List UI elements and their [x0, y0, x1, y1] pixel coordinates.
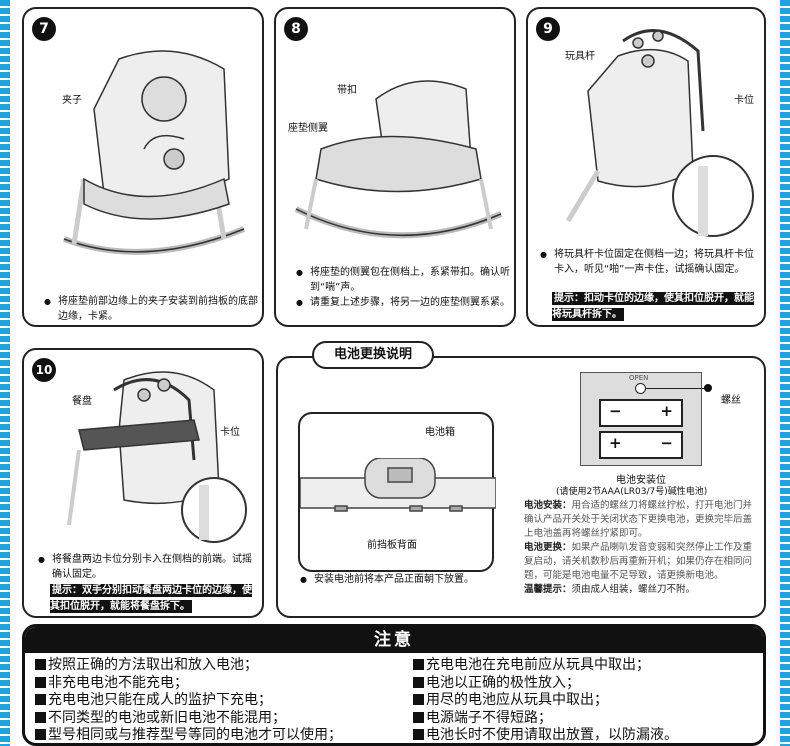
buckle-label: 带扣: [337, 85, 357, 96]
battery-position-note: (请使用2节AAA(LR03/7号)碱性电池): [556, 487, 708, 497]
warm-title: 温馨提示：: [524, 584, 572, 595]
notice-title: 注意: [25, 627, 763, 653]
screw-leader-line: [646, 388, 706, 389]
notice-left-column: 按照正确的方法取出和放入电池； 非充电电池不能充电； 充电电池只能在成人的监护下…: [35, 657, 342, 743]
battery-cell-bottom: + −: [599, 431, 683, 459]
warm-text: 须由成人组装，螺丝刀不附。: [571, 584, 696, 595]
battery-compartment: OPEN − + + −: [580, 372, 702, 466]
notice-item: 电池以正确的极性放入；: [413, 675, 678, 693]
notice-item: 充电电池在充电前应从玩具中取出；: [413, 657, 678, 675]
step-number: 10: [32, 358, 56, 382]
tip-text: 提示：扣动卡位的边缘，使其扣位脱开，就能将玩具杆拆下。: [552, 292, 754, 321]
notice-item: 充电电池只能在成人的监护下充电；: [35, 692, 342, 710]
notice-item: 型号相同或与推荐型号等同的电池才可以使用；: [35, 727, 342, 743]
plus-sign: +: [660, 402, 673, 420]
step-number: 9: [536, 17, 560, 41]
install-paragraph: 电池安装：用合适的螺丝刀将螺丝拧松，打开电池门并确认产品开关处于关闭状态下更换电…: [524, 499, 756, 541]
notice-item: 电池长时不使用请取出放置，以防漏液。: [413, 727, 678, 743]
notice-right-column: 充电电池在充电前应从玩具中取出； 电池以正确的极性放入； 用尽的电池应从玩具中取…: [413, 657, 678, 743]
step-9-tip: 提示：扣动卡位的边缘，使其扣位脱开，就能将玩具杆拆下。: [552, 291, 757, 323]
screw-dot: [704, 384, 712, 392]
minus-sign: −: [660, 434, 673, 452]
rocker-seat-illustration: [62, 50, 246, 255]
step-8-instructions: 将座垫的侧翼包在侧档上，系紧带扣。确认听到“喘”声。 请重复上述步骤，将另一边的…: [296, 265, 511, 310]
step-9-panel: 9 玩具杆 卡位 将玩具杆卡位固定在侧档一边；将玩具杆卡位卡入，听见“啪”一声卡…: [526, 7, 766, 327]
slot-label: 卡位: [734, 95, 754, 106]
instruction-item: 将玩具杆卡位固定在侧档一边；将玩具杆卡位卡入，听见“啪”一声卡住，试摇确认固定。: [540, 247, 760, 277]
battery-instruction: 安装电池前将本产品正面朝下放置。: [300, 572, 500, 587]
battery-position-label: 电池安装位: [616, 475, 666, 486]
left-border-stripe: [0, 0, 10, 746]
install-title: 电池安装：: [524, 500, 572, 511]
battery-section-title: 电池更换说明: [312, 341, 434, 369]
tip-text: 提示：双手分别扣动餐盘两边卡位的边缘，使其扣位脱开，就能将餐盘拆下。: [50, 584, 252, 613]
tray-label: 餐盘: [72, 396, 92, 407]
replace-title: 电池更换：: [524, 542, 572, 553]
minus-sign: −: [609, 402, 622, 420]
step-7-instructions: 将座垫前部边缘上的夹子安装到前挡板的底部边缘，卡紧。: [44, 294, 259, 324]
instruction-item: 请重复上述步骤，将另一边的座垫侧翼系紧。: [296, 295, 511, 310]
plus-sign: +: [609, 434, 622, 452]
instruction-item: 将座垫的侧翼包在侧档上，系紧带扣。确认听到“喘”声。: [296, 265, 511, 295]
seat-wing-label: 座垫侧翼: [288, 123, 328, 134]
step-number: 8: [284, 17, 308, 41]
step-number: 7: [32, 17, 56, 41]
step-8-panel: 8 带扣 座垫侧翼 将座垫的侧翼包在侧档上，系紧带扣。确认听到“喘”声。 请重复…: [274, 7, 516, 327]
front-panel-back-illustration: [300, 458, 496, 512]
screw-icon: [635, 383, 646, 394]
warm-tip-paragraph: 温馨提示：须由成人组装，螺丝刀不附。: [524, 583, 756, 597]
notice-item: 按照正确的方法取出和放入电池；: [35, 657, 342, 675]
step-9-instructions: 将玩具杆卡位固定在侧档一边；将玩具杆卡位卡入，听见“啪”一声卡住，试摇确认固定。: [540, 247, 760, 277]
step-10-tip: 提示：双手分别扣动餐盘两边卡位的边缘，使其扣位脱开，就能将餐盘拆下。: [50, 583, 260, 615]
instruction-item: 安装电池前将本产品正面朝下放置。: [300, 572, 500, 587]
toy-bar-illustration: [565, 29, 754, 237]
open-mark: OPEN: [629, 374, 649, 382]
screw-label: 螺丝: [721, 395, 741, 406]
battery-box-label: 电池箱: [425, 427, 455, 438]
right-border-stripe: [780, 0, 790, 746]
seat-pad-illustration: [294, 80, 503, 239]
replace-text: 如果产品喇叭发音变弱和突然停止工作及重复启动，请关机数秒后再重新开机；如果仍存在…: [524, 542, 753, 581]
install-text: 用合适的螺丝刀将螺丝拧松，打开电池门并确认产品开关处于关闭状态下更换电池，更换完…: [524, 500, 753, 539]
step-10-panel: 10 餐盘 卡位 将餐盘两边卡位分别卡入在侧档的前端。试摇确认固定。 提示：双手…: [22, 348, 264, 618]
notice-item: 不同类型的电池或新旧电池不能混用；: [35, 710, 342, 728]
battery-panel: 电池箱 前挡板背面 安装电池前将本产品正面朝下放置。 OPEN − + + − …: [276, 356, 766, 618]
slot-label: 卡位: [220, 427, 240, 438]
step-10-instructions: 将餐盘两边卡位分别卡入在侧档的前端。试摇确认固定。: [38, 552, 260, 582]
notice-item: 用尽的电池应从玩具中取出；: [413, 692, 678, 710]
toy-bar-label: 玩具杆: [565, 51, 595, 62]
tray-illustration: [67, 371, 247, 543]
step-7-panel: 7 夹子 将座垫前部边缘上的夹子安装到前挡板的底部边缘，卡紧。: [22, 7, 264, 327]
instruction-item: 将餐盘两边卡位分别卡入在侧档的前端。试摇确认固定。: [38, 552, 260, 582]
replace-paragraph: 电池更换：如果产品喇叭发音变弱和突然停止工作及重复启动，请关机数秒后再重新开机；…: [524, 541, 756, 583]
instruction-item: 将座垫前部边缘上的夹子安装到前挡板的底部边缘，卡紧。: [44, 294, 259, 324]
notice-panel: 注意 按照正确的方法取出和放入电池； 非充电电池不能充电； 充电电池只能在成人的…: [22, 624, 766, 746]
front-panel-back-label: 前挡板背面: [367, 540, 417, 551]
battery-cell-top: − +: [599, 399, 683, 427]
clip-label: 夹子: [62, 95, 82, 106]
notice-item: 电源端子不得短路；: [413, 710, 678, 728]
battery-text-block: 电池安装：用合适的螺丝刀将螺丝拧松，打开电池门并确认产品开关处于关闭状态下更换电…: [524, 499, 756, 597]
notice-item: 非充电电池不能充电；: [35, 675, 342, 693]
